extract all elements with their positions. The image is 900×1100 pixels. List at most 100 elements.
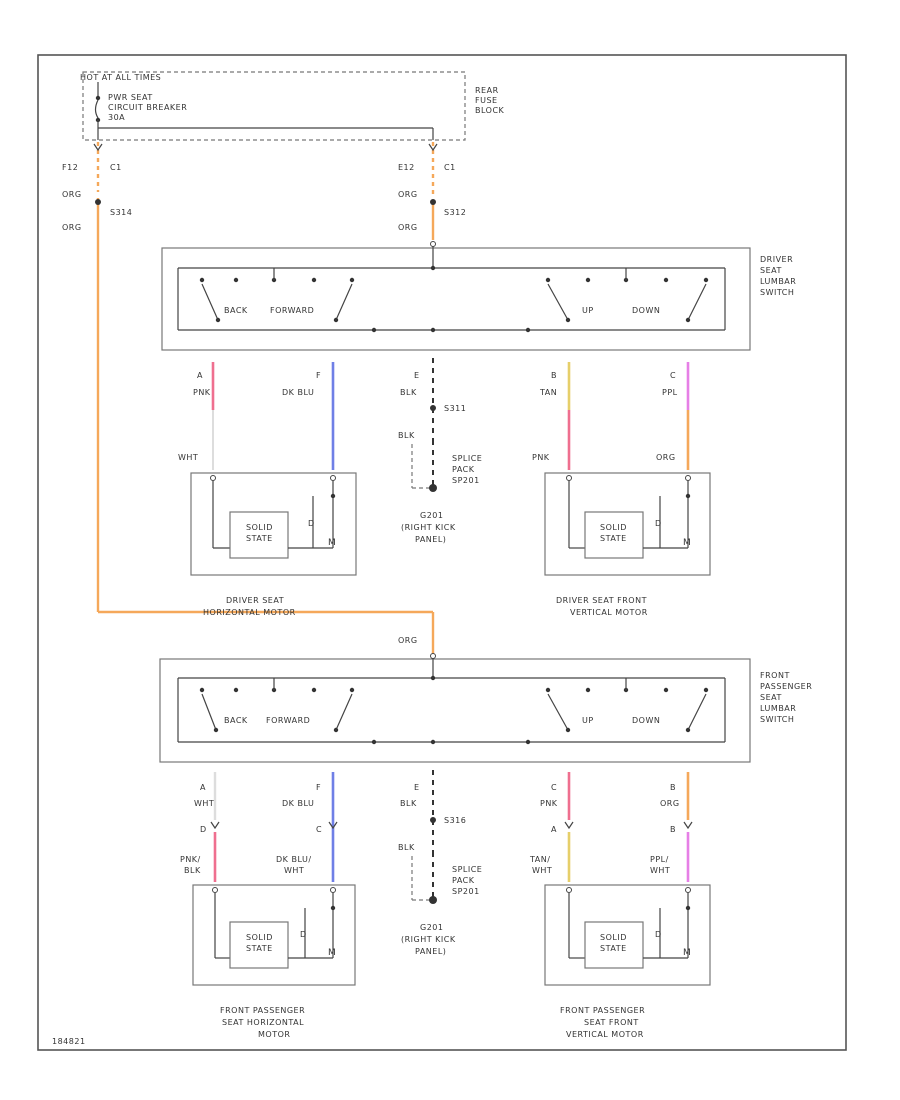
driver-vertical-pin-b xyxy=(685,475,691,481)
pass-vertical-pin-a xyxy=(566,887,572,893)
pass-horizontal-solid-2: STATE xyxy=(246,944,273,953)
driver-horizontal-solid-1: SOLID xyxy=(246,523,273,532)
pass-color-e: BLK xyxy=(400,799,417,808)
breaker-contact-top xyxy=(95,95,101,101)
pass-horizontal-solid-1: SOLID xyxy=(246,933,273,942)
pass-color-c: PNK xyxy=(540,799,558,808)
splice-s316 xyxy=(430,817,436,823)
pass-up-pivot xyxy=(565,727,571,733)
pass-vertical-motor-name-2: SEAT FRONT xyxy=(584,1018,639,1027)
driver-bus-node-b xyxy=(525,327,531,333)
driver-splice-pack-1: SPLICE xyxy=(452,454,482,463)
pass-forward-pivot xyxy=(333,727,339,733)
pass-back-pivot xyxy=(213,727,219,733)
pass-horizontal-wire-2b: WHT xyxy=(284,866,304,875)
driver-back-contact xyxy=(199,277,205,283)
right-splice-label: S312 xyxy=(444,208,466,217)
driver-down-pivot xyxy=(685,317,691,323)
pass-vertical-wire-2a: PPL/ xyxy=(650,855,669,864)
driver-back-label: BACK xyxy=(224,306,248,315)
pass-vertical-wire-1a: TAN/ xyxy=(529,855,550,864)
pass-horizontal-node xyxy=(330,905,336,911)
driver-forward-pivot xyxy=(333,317,339,323)
pass-splice-pack-3: SP201 xyxy=(452,887,480,896)
driver-contact-9 xyxy=(663,277,669,283)
pass-contact-4 xyxy=(311,687,317,693)
pass-lower-pin-a: A xyxy=(551,825,557,834)
driver-vertical-motor-box xyxy=(544,472,711,576)
driver-contact-2 xyxy=(233,277,239,283)
pass-horizontal-wire-2a: DK BLU/ xyxy=(276,855,312,864)
fuse-block-label-line1: REAR xyxy=(475,86,499,95)
driver-down-blade xyxy=(687,283,707,321)
breaker-element xyxy=(94,99,99,119)
pass-vertical-wire-2b: WHT xyxy=(650,866,670,875)
driver-vertical-motor-name-1: DRIVER SEAT FRONT xyxy=(556,596,647,605)
feed-wires: F12 C1 ORG S314 ORG E12 C1 ORG S312 ORG … xyxy=(62,142,466,654)
left-c1-label: C1 xyxy=(110,163,122,172)
pass-switch-name-4: LUMBAR xyxy=(760,704,796,713)
pass-pin-c: C xyxy=(551,783,557,792)
driver-pin-f: F xyxy=(316,371,321,380)
pass-splice-label: S316 xyxy=(444,816,466,825)
driver-pin-e: E xyxy=(414,371,420,380)
pass-output-wires: A WHT F DK BLU E BLK C PNK B ORG D C A B… xyxy=(180,770,693,956)
driver-pin-b: B xyxy=(551,371,557,380)
pass-vertical-pin-b xyxy=(685,887,691,893)
driver-switch-box xyxy=(161,247,751,351)
pass-vertical-motor-name-1: FRONT PASSENGER xyxy=(560,1006,645,1015)
pass-vertical-solid-state xyxy=(584,921,644,969)
driver-horizontal-motor-icon: M xyxy=(328,538,336,548)
pass-up-blade xyxy=(547,693,569,731)
right-wire1-label: ORG xyxy=(398,190,418,199)
pass-pin-a: A xyxy=(200,783,206,792)
pass-down-pivot xyxy=(685,727,691,733)
driver-switch-junction-bottom xyxy=(430,327,436,333)
driver-horizontal-in-label: WHT xyxy=(178,453,198,462)
pass-vertical-motor-name-3: VERTICAL MOTOR xyxy=(566,1030,644,1039)
driver-forward-blade xyxy=(335,283,353,321)
driver-horizontal-node xyxy=(330,493,336,499)
pass-splice-pack-1: SPLICE xyxy=(452,865,482,874)
driver-switch-name-1: DRIVER xyxy=(760,255,793,264)
driver-up-pivot xyxy=(565,317,571,323)
pass-pin-e: E xyxy=(414,783,420,792)
pass-ground-g201 xyxy=(429,896,437,904)
pass-vertical-solid-1: SOLID xyxy=(600,933,627,942)
fuse-block: HOT AT ALL TIMES PWR SEAT CIRCUIT BREAKE… xyxy=(80,71,504,141)
pass-lumbar-switch: FRONT PASSENGER SEAT LUMBAR SWITCH xyxy=(159,653,812,763)
driver-vertical-pin-a xyxy=(566,475,572,481)
pass-vertical-solid-2: STATE xyxy=(600,944,627,953)
pass-horizontal-wire-1a: PNK/ xyxy=(180,855,201,864)
driver-vertical-motor-name-2: VERTICAL MOTOR xyxy=(570,608,648,617)
pass-down-label: DOWN xyxy=(632,716,660,725)
driver-switch-name-2: SEAT xyxy=(760,266,782,275)
pass-splice-pack-2: PACK xyxy=(452,876,475,885)
pass-vertical-motor-box xyxy=(544,884,711,986)
pass-bus-node-a xyxy=(371,739,377,745)
pass-vertical-diode-label: D xyxy=(655,930,662,939)
splice-s314 xyxy=(95,199,101,205)
pass-horizontal-motor-icon: M xyxy=(328,948,336,958)
driver-switch-name-4: SWITCH xyxy=(760,288,794,297)
pass-forward-label: FORWARD xyxy=(266,716,310,725)
pass-switch-name-3: SEAT xyxy=(760,693,782,702)
driver-back-pivot xyxy=(215,317,221,323)
pass-horizontal-motor-name-2: SEAT HORIZONTAL xyxy=(222,1018,304,1027)
pass-horizontal-motor: SOLID STATE D M FRONT PASSENGER SEAT HOR… xyxy=(192,884,356,1039)
pass-down-contact xyxy=(703,687,709,693)
driver-vertical-solid-1: SOLID xyxy=(600,523,627,532)
pass-switch-box xyxy=(159,658,751,763)
driver-horizontal-motor-name-2: HORIZONTAL MOTOR xyxy=(203,608,296,617)
driver-horizontal-solid-state xyxy=(229,511,289,559)
driver-pin-a: A xyxy=(197,371,203,380)
footer-code: 184821 xyxy=(52,1037,86,1046)
pass-switch-junction-bottom xyxy=(430,739,436,745)
driver-down-label: DOWN xyxy=(632,306,660,315)
fuse-block-label-line2: FUSE xyxy=(475,96,498,105)
driver-color-c: PPL xyxy=(662,388,678,397)
pass-back-contact xyxy=(199,687,205,693)
pass-switch-name-2: PASSENGER xyxy=(760,682,812,691)
pass-lower-pin-c: C xyxy=(316,825,322,834)
driver-horizontal-pin-b xyxy=(330,475,336,481)
